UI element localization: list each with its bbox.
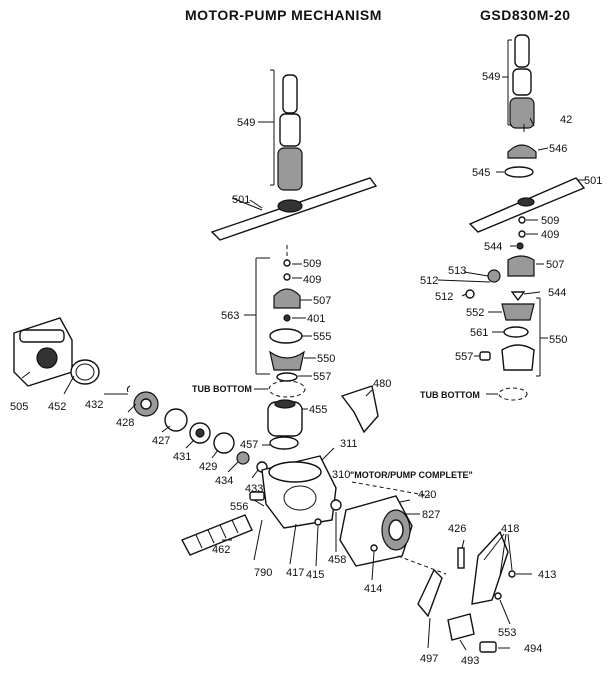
label-455: 455 [309, 404, 327, 416]
label-434: 434 [215, 475, 233, 487]
impeller-parts [126, 385, 268, 473]
label-512: 512 [420, 275, 438, 287]
label-414: 414 [364, 583, 382, 595]
label-563: 563 [221, 310, 239, 322]
label-501: 501 [232, 194, 250, 206]
label-310: 310 [332, 469, 350, 481]
label-790: 790 [254, 567, 272, 579]
part-labels: 549 501 509 409 507 401 555 563 550 557 … [10, 71, 602, 667]
label-549-right: 549 [482, 71, 500, 83]
label-tub-bottom: TUB BOTTOM [192, 384, 252, 394]
label-429: 429 [199, 461, 217, 473]
label-497: 497 [420, 653, 438, 665]
hose-462 [181, 514, 253, 556]
label-431: 431 [173, 451, 191, 463]
label-457: 457 [240, 439, 258, 451]
lower-hub-parts [244, 245, 306, 398]
label-311: 311 [340, 438, 358, 450]
label-493: 493 [461, 655, 479, 667]
label-550-right: 550 [549, 334, 567, 346]
label-552: 552 [466, 307, 484, 319]
leader-lines [21, 117, 586, 651]
label-458: 458 [328, 554, 346, 566]
bracket-parts [417, 530, 516, 653]
label-tub-bottom-right: TUB BOTTOM [420, 390, 480, 400]
label-505: 505 [10, 401, 28, 413]
label-550: 550 [317, 353, 335, 365]
label-427: 427 [152, 435, 170, 447]
label-556: 556 [230, 501, 248, 513]
label-409: 409 [303, 274, 321, 286]
diagram-title: MOTOR-PUMP MECHANISM [185, 7, 382, 23]
label-motor-pump-complete: "MOTOR/PUMP COMPLETE" [350, 470, 473, 480]
label-420: 420 [418, 489, 436, 501]
label-827: 827 [422, 509, 440, 521]
label-555: 555 [313, 331, 331, 343]
pump-housing-parts [267, 385, 379, 450]
label-546: 546 [549, 143, 567, 155]
label-561: 561 [470, 327, 488, 339]
label-409-right: 409 [541, 229, 559, 241]
label-418: 418 [501, 523, 519, 535]
label-507-right: 507 [546, 259, 564, 271]
label-417: 417 [286, 567, 304, 579]
label-401: 401 [307, 313, 325, 325]
label-432: 432 [85, 399, 103, 411]
label-544: 544 [484, 241, 502, 253]
label-426: 426 [448, 523, 466, 535]
motor-pump-assembly-311 [249, 455, 337, 529]
label-415: 415 [306, 569, 324, 581]
label-553: 553 [498, 627, 516, 639]
label-42: 42 [560, 114, 572, 126]
label-480: 480 [373, 378, 391, 390]
spray-tower-549 [258, 69, 303, 191]
clamp-452 [70, 359, 100, 385]
motor-414 [314, 481, 447, 575]
label-545: 545 [472, 167, 490, 179]
label-433: 433 [245, 483, 263, 495]
label-509-right: 509 [541, 215, 559, 227]
label-428: 428 [116, 417, 134, 429]
label-512-lower: 512 [435, 291, 453, 303]
drain-housing-505 [13, 317, 73, 387]
label-544-lower: 544 [548, 287, 566, 299]
right-tower-549 [502, 34, 535, 129]
model-number: GSD830M-20 [480, 7, 571, 23]
label-509: 509 [303, 258, 321, 270]
label-501-right: 501 [584, 175, 602, 187]
lower-spray-arm [210, 177, 378, 241]
label-557: 557 [313, 371, 331, 383]
label-462: 462 [212, 544, 230, 556]
label-549: 549 [237, 117, 255, 129]
label-507: 507 [313, 295, 331, 307]
label-413: 413 [538, 569, 556, 581]
label-494: 494 [524, 643, 542, 655]
right-spray-parts [465, 124, 586, 401]
label-557-right: 557 [455, 351, 473, 363]
label-513: 513 [448, 265, 466, 277]
label-452: 452 [48, 401, 66, 413]
